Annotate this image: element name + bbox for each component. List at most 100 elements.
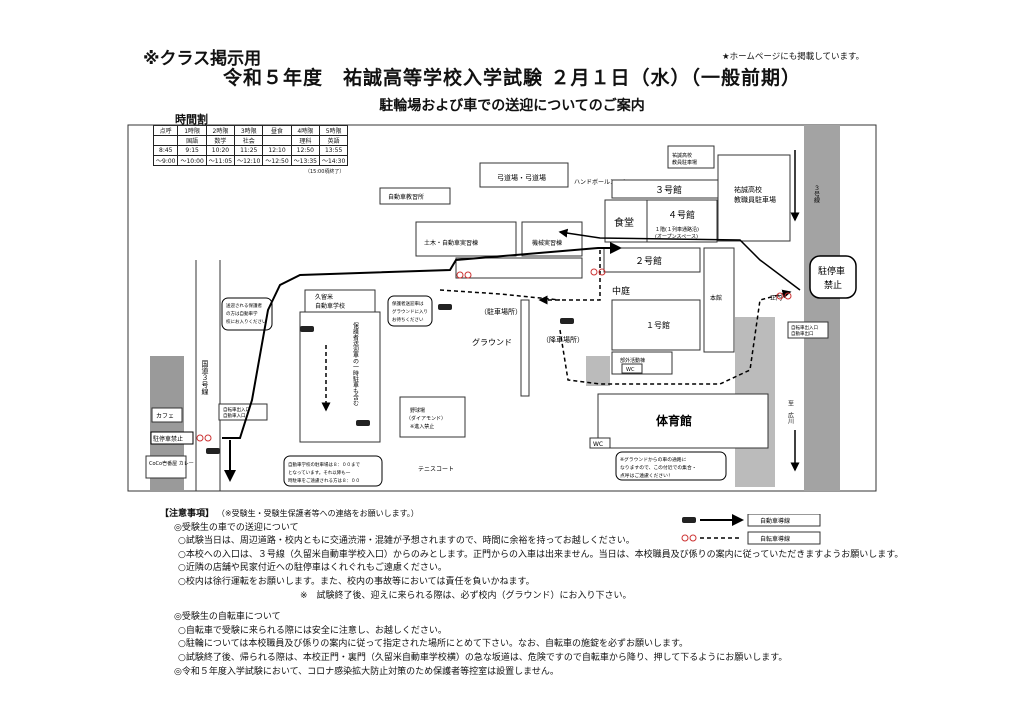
parking-callout (387, 295, 433, 327)
sec1-item: ○近隣の店舗や民家付近への駐停車はくれぐれもご遠慮ください。 (178, 563, 447, 574)
school-exit-note: となっています。それ以降も一 (288, 469, 351, 476)
right-entrance-box (787, 321, 829, 339)
parking-area-label: （駐車場所） (480, 307, 522, 316)
cafe-label: カフェ (156, 413, 174, 420)
building-1 (611, 299, 701, 351)
parking-ban-left (150, 431, 194, 445)
page-title: 令和５年度 祐誠高等学校入学試験 ２月１日（水）（一般前期） (222, 67, 802, 89)
building-4-sub: (オープンスペース) (655, 234, 698, 240)
gym-label: 体育館 (656, 413, 692, 428)
legend-bike-box (747, 531, 821, 545)
dropoff-area-label: （降車場所） (542, 335, 584, 344)
guardian-note: の方は自動車学 (226, 310, 258, 317)
notice-section: 【注意事項】 （※受験生・受験生保護者等への連絡をお願いします。） ◎受験生の車… (160, 507, 903, 679)
baseball-label: ※進入禁止 (410, 423, 434, 430)
exam-room-block (379, 187, 451, 205)
building-4-sub: １階(１列車通路沿) (655, 226, 699, 233)
parking-ban-left-label: 駐停車禁止 (153, 435, 183, 443)
curry-label: CoCo壱番屋 カレー (149, 460, 194, 467)
driving-school-label: 自動車学校 (315, 302, 345, 310)
cafeteria (604, 199, 648, 243)
cafe-box (151, 407, 183, 423)
ground-label: グラウンド (472, 337, 512, 347)
legend-car-box (747, 514, 821, 527)
car-route-dashed (538, 250, 601, 305)
workshop-row (455, 257, 583, 279)
timetable-start-row: 8:45 9:15 10:20 11:25 12:10 12:50 13:55 (152, 145, 349, 156)
legend-bike-icon (681, 534, 689, 542)
legend-bike-icon (689, 534, 697, 542)
bicycle-icon (590, 268, 606, 276)
legend-car-label: 自動車導線 (760, 517, 790, 525)
tt-cell: ～9:00 (152, 155, 179, 166)
ground-note: 点呼はご遠慮ください！ (620, 472, 673, 479)
archery-range (479, 162, 569, 188)
archery-label: 弓道場・弓道場 (497, 173, 546, 182)
sec1-item: ○試験当日は、周辺道路・校内ともに交通渋滞・混雑が予想されますので、時間に余裕を… (178, 536, 635, 547)
parking-ban-right-label: 駐停車 (818, 265, 845, 277)
handball-label: ハンドボールコート (574, 178, 628, 186)
car-icon (356, 420, 370, 426)
main-building-label: 本館 (710, 294, 722, 302)
gymnasium (597, 393, 769, 449)
exit-callout (283, 455, 383, 487)
bicycle-icon (776, 292, 792, 300)
staff-parking-label: 教職員駐車場 (734, 195, 776, 204)
left-entrance-label: 自動車入口 (223, 412, 246, 419)
baseball-field (399, 396, 466, 438)
parking-note: お待ちください (392, 316, 424, 323)
baseball-label: （ダイアモンド） (406, 415, 446, 422)
car-exit-route (559, 289, 792, 385)
civil-workshop (415, 221, 517, 257)
club-building-label: 部外活動棟 (620, 357, 645, 364)
right-entrance-label: 自動車出口 (791, 330, 814, 337)
grey-area (586, 356, 610, 386)
notice-heading-note: （※受験生・受験生保護者等への連絡をお願いします。） (216, 509, 419, 518)
legend: 自動車導線 自転車導線 (681, 514, 821, 545)
class-notice: ※クラス掲示用 (143, 49, 262, 69)
campus-map: カフェ CoCo壱番屋 カレー 駐停車禁止 国道３号線 祐誠高校 教職員駐車場 … (127, 124, 877, 492)
sec1-after: ※ 試験終了後、迎えに来られる際は、必ず校内（グラウンド）にお入り下さい。 (300, 590, 632, 601)
car-route-main (222, 242, 622, 439)
road-right (804, 125, 840, 491)
tennis-label: テニスコート (418, 466, 454, 473)
school-exit-note: 時駐車をご遠慮される方は８：００ (288, 477, 360, 484)
guardian-callout (221, 297, 273, 331)
guardian-note: 送迎される保護者 (226, 302, 262, 309)
teacher-parking (667, 145, 715, 169)
ground-note: なりますので、この付近での集合・ (620, 464, 697, 471)
left-entrance-label: 自転車出入口 (223, 406, 250, 413)
left-entrance-box (218, 403, 268, 421)
parking-ban-right (809, 255, 857, 299)
car-icon (560, 318, 574, 324)
sec1-item: ○本校への入口は、３号線（久留米自動車学校入口）からのみとします。正門からの入車… (178, 549, 904, 560)
building-2-label: ２号館 (635, 255, 662, 267)
sec1-title: ◎受験生の車での送迎について (174, 522, 299, 533)
page-subtitle: 駐輪場および車での送迎についてのご案内 (379, 98, 645, 114)
bike-route-right (558, 228, 801, 291)
wc-box-2 (589, 437, 611, 449)
machine-room-label: 機械実習棟 (532, 239, 562, 247)
east-road-label: 至 広川 (787, 400, 794, 424)
building-3 (611, 179, 719, 199)
main-gate-label: 正門 (770, 295, 782, 302)
timetable-footnote: （15:00頃終了） (305, 169, 345, 175)
parking-note: グラウンドに入り (392, 308, 428, 315)
sec2-title: ◎受験生の自転車について (174, 612, 281, 623)
driving-school-label: 久留米 (315, 293, 333, 301)
timetable-label: 時間割 (175, 113, 208, 126)
building-4 (646, 199, 718, 243)
legend-car-icon (682, 517, 696, 523)
cafeteria-label: 食堂 (614, 216, 634, 229)
sec2-item: ○自転車で受験に来られる際には安全に注意し、お越しください。 (178, 625, 447, 636)
main-building (703, 247, 735, 353)
ground-note: ※グラウンドからの車の通路に (620, 456, 687, 463)
staff-parking-label: 祐誠高校 (734, 185, 762, 194)
school-note-vertical: 保護者送迎車の一時駐車も含む (352, 321, 359, 406)
wc-box (621, 363, 643, 374)
legend-bike-label: 自転車導線 (760, 535, 790, 543)
teacher-parking-label: 祐誠高校 (672, 152, 692, 159)
car-route-dashed (439, 289, 561, 301)
timetable-end-row: ～9:00 ～10:00 ～11:05 ～12:10 ～12:50 ～13:35… (152, 155, 349, 166)
building-4-label: ４号館 (668, 209, 695, 221)
